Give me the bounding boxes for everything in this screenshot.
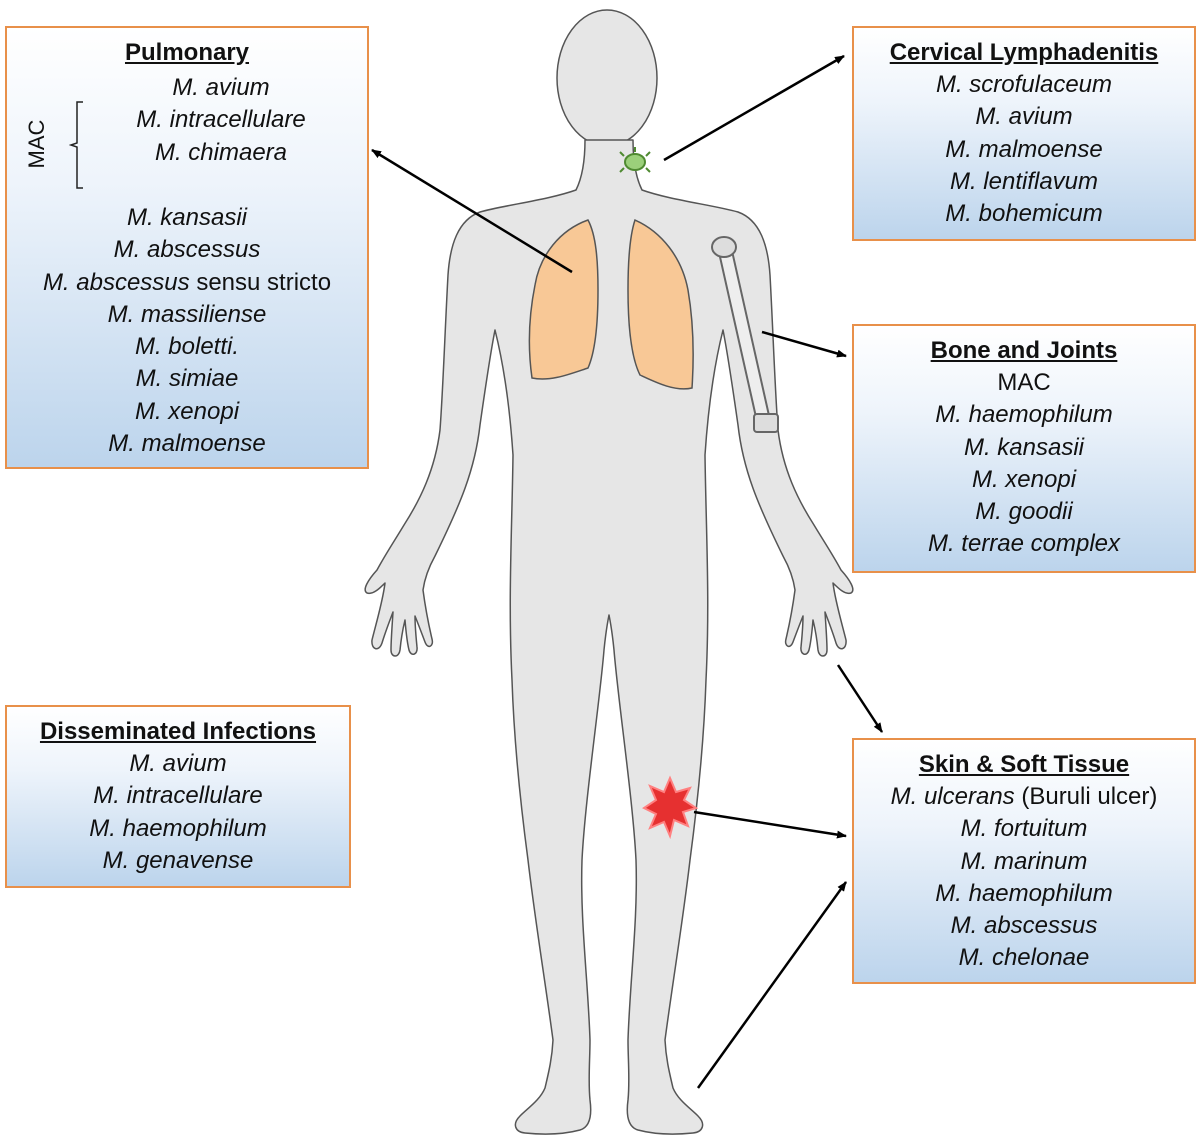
species-item: M. avium <box>172 74 270 101</box>
species-qualifier: sensu stricto <box>189 268 332 296</box>
arrow-to-bone <box>761 330 847 358</box>
species-item: M. haemophilum <box>935 879 1113 907</box>
species-item: M. goodii <box>975 498 1073 526</box>
disseminated-infections-box: Disseminated Infections M. avium M. intr… <box>5 705 351 888</box>
mac-group-label: MAC <box>23 119 49 169</box>
species-item: M. massiliense <box>107 300 267 328</box>
species-item: M. chimaera <box>154 138 288 166</box>
head-shape <box>556 9 658 147</box>
species-item: M. fortuitum <box>960 815 1088 843</box>
species-name: M. abscessus <box>42 268 190 296</box>
lymph-node-icon <box>619 147 651 173</box>
species-item: M. ulcerans (Buruli ulcer) <box>854 781 1194 813</box>
species-item: M. haemophilum <box>935 401 1113 429</box>
cervical-title: Cervical Lymphadenitis <box>889 39 1159 66</box>
arrow-to-pulmonary <box>371 148 573 274</box>
species-name: M. ulcerans <box>890 783 1015 810</box>
species-item: M. marinum <box>960 847 1088 875</box>
species-item: M. malmoense <box>945 135 1103 163</box>
bone-and-joints-box: Bone and Joints MAC M. haemophilum M. ka… <box>852 324 1196 573</box>
species-item: M. boletti. <box>134 333 240 361</box>
species-item: M. abscessus <box>950 912 1098 940</box>
human-body-outline <box>364 139 854 1135</box>
skin-lesion-icon <box>642 775 699 840</box>
species-item: M. kansasii <box>126 204 248 231</box>
skin-title: Skin & Soft Tissue <box>918 751 1130 778</box>
species-item: M. intracellulare <box>93 782 263 810</box>
right-lung <box>627 218 694 390</box>
pulmonary-species-list: M. kansasii M. abscessus M. abscessus se… <box>7 202 367 460</box>
species-item: M. xenopi <box>971 465 1077 493</box>
species-item: M. bohemicum <box>945 200 1103 228</box>
pulmonary-title: Pulmonary <box>124 39 250 66</box>
species-item: M. chelonae <box>958 944 1090 972</box>
species-item: M. abscessus sensu stricto <box>7 267 367 299</box>
species-item: M. avium <box>129 750 227 777</box>
bone-icon <box>711 236 779 433</box>
skin-soft-tissue-box: Skin & Soft Tissue M. ulcerans (Buruli u… <box>852 738 1196 984</box>
arrow-to-cervical <box>663 54 845 162</box>
species-item: M. avium <box>975 103 1073 131</box>
left-lung <box>528 219 599 380</box>
mac-species-list: M. avium M. intracellulare M. chimaera <box>81 72 361 169</box>
species-qualifier: (Buruli ulcer) <box>1014 783 1158 810</box>
species-item: M. simiae <box>135 365 239 393</box>
species-item: M. haemophilum <box>89 814 267 842</box>
mac-bracket <box>69 101 83 189</box>
species-item: M. kansasii <box>963 433 1085 461</box>
species-item: M. terrae complex <box>927 530 1121 558</box>
species-item: M. genavense <box>102 846 254 874</box>
disseminated-title: Disseminated Infections <box>39 718 317 745</box>
arrow-hand-to-skin <box>836 664 884 733</box>
cervical-lymphadenitis-box: Cervical Lymphadenitis M. scrofulaceum M… <box>852 26 1196 241</box>
species-item: M. lentiflavum <box>949 167 1099 195</box>
pulmonary-box: Pulmonary MAC M. avium M. intracellulare… <box>5 26 369 469</box>
bone-title: Bone and Joints <box>930 337 1118 364</box>
species-item: MAC <box>997 369 1051 396</box>
species-item: M. abscessus <box>113 236 261 264</box>
arrow-foot-to-skin <box>696 881 848 1089</box>
arrow-knee-to-skin <box>693 810 847 839</box>
species-item: M. malmoense <box>108 430 266 458</box>
species-item: M. scrofulaceum <box>935 71 1113 98</box>
species-item: M. xenopi <box>134 397 240 425</box>
species-item: M. intracellulare <box>136 106 306 134</box>
